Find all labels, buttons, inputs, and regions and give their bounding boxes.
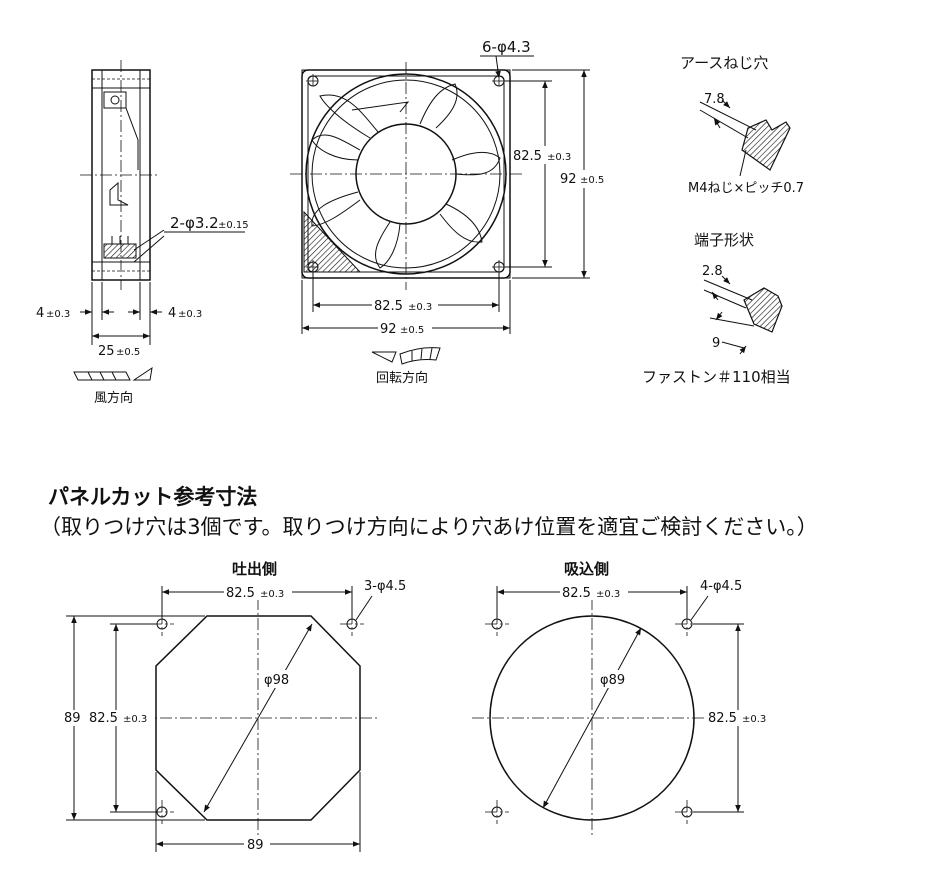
front-view: 6-φ4.3 82.5 ±0.3 92 ±0.5 82.5 ±0.3 92 ±0… xyxy=(290,38,612,386)
front-pitch-v: 82.5 xyxy=(513,149,542,164)
front-pitch-h: 82.5 xyxy=(374,299,403,314)
terminal-title: 端子形状 xyxy=(694,231,754,249)
terminal-block xyxy=(103,243,137,259)
outlet-pitch-v-tol: ±0.3 xyxy=(123,714,147,725)
earth-screw-detail: アースねじ穴 7.8 M4ねじ×ピッチ0.7 xyxy=(680,54,804,196)
earth-screw-note: M4ねじ×ピッチ0.7 xyxy=(688,181,804,196)
side-right-dim: 4 xyxy=(168,306,176,321)
front-hole-label: 6-φ4.3 xyxy=(482,38,531,56)
rotation-direction-label: 回転方向 xyxy=(376,370,428,386)
hatched-corner xyxy=(303,210,362,273)
outlet-size-v: 89 xyxy=(64,711,81,726)
panel-cut-note: （取りつけ穴は3個です。取りつけ方向により穴あけ位置を適宜ご検討ください。） xyxy=(40,515,818,539)
inlet-pitch-h-tol: ±0.3 xyxy=(596,589,620,600)
side-hole-tol: ±0.15 xyxy=(218,220,249,231)
front-size-v: 92 xyxy=(560,172,577,187)
side-left-tol: ±0.3 xyxy=(46,309,70,320)
inlet-pitch-v: 82.5 xyxy=(708,711,737,726)
outlet-pitch-h-tol: ±0.3 xyxy=(260,589,284,600)
earth-screw-title: アースねじ穴 xyxy=(680,54,768,72)
inlet-hole-label: 4-φ4.5 xyxy=(700,579,742,594)
outlet-pitch-h: 82.5 xyxy=(226,586,255,601)
outlet-pitch-v: 82.5 xyxy=(89,711,118,726)
outlet-size-h: 89 xyxy=(247,838,264,853)
outlet-side-cutout: 吐出側 φ98 82.5 ±0.3 3-φ4.5 89 82.5 ±0.3 xyxy=(64,560,406,853)
inlet-pitch-h: 82.5 xyxy=(562,586,591,601)
rotation-direction-arrow xyxy=(371,347,441,365)
side-view: 2-φ3.2 ±0.15 4 ±0.3 4 ±0.3 25 ±0.5 風方向 xyxy=(36,60,249,406)
wind-direction-arrow xyxy=(73,366,153,381)
front-size-v-tol: ±0.5 xyxy=(580,175,604,186)
outlet-diameter: φ98 xyxy=(264,673,289,688)
panel-cut-title: パネルカット参考寸法 xyxy=(48,485,257,509)
side-hole-label: 2-φ3.2 xyxy=(170,214,219,232)
fan-blades xyxy=(311,83,501,269)
earth-screw-dim: 7.8 xyxy=(704,92,725,107)
inlet-pitch-v-tol: ±0.3 xyxy=(742,714,766,725)
outlet-cut-shape xyxy=(155,615,361,821)
wind-direction-label: 風方向 xyxy=(94,390,133,406)
inlet-side-cutout: 吸込側 φ89 82.5 ±0.3 4-φ4.5 82.5 ±0.3 xyxy=(472,560,776,836)
earth-screw-section xyxy=(741,119,791,171)
terminal-section xyxy=(743,287,783,333)
front-pitch-h-tol: ±0.3 xyxy=(408,302,432,313)
front-size-h: 92 xyxy=(380,322,397,337)
inlet-title: 吸込側 xyxy=(564,560,609,578)
side-depth-dim: 25 xyxy=(98,344,115,359)
terminal-note: ファストン＃110相当 xyxy=(642,368,791,386)
terminal-detail: 端子形状 2.8 9 ファストン＃110相当 xyxy=(642,231,791,386)
side-depth-tol: ±0.5 xyxy=(116,347,140,358)
outlet-title: 吐出側 xyxy=(232,560,277,578)
outlet-hole-label: 3-φ4.5 xyxy=(364,579,406,594)
terminal-dim2: 9 xyxy=(712,336,720,351)
inlet-diameter: φ89 xyxy=(600,673,625,688)
front-size-h-tol: ±0.5 xyxy=(400,325,424,336)
side-left-dim: 4 xyxy=(36,306,44,321)
terminal-dim1: 2.8 xyxy=(702,264,723,279)
side-right-tol: ±0.3 xyxy=(178,309,202,320)
front-pitch-v-tol: ±0.3 xyxy=(547,152,571,163)
